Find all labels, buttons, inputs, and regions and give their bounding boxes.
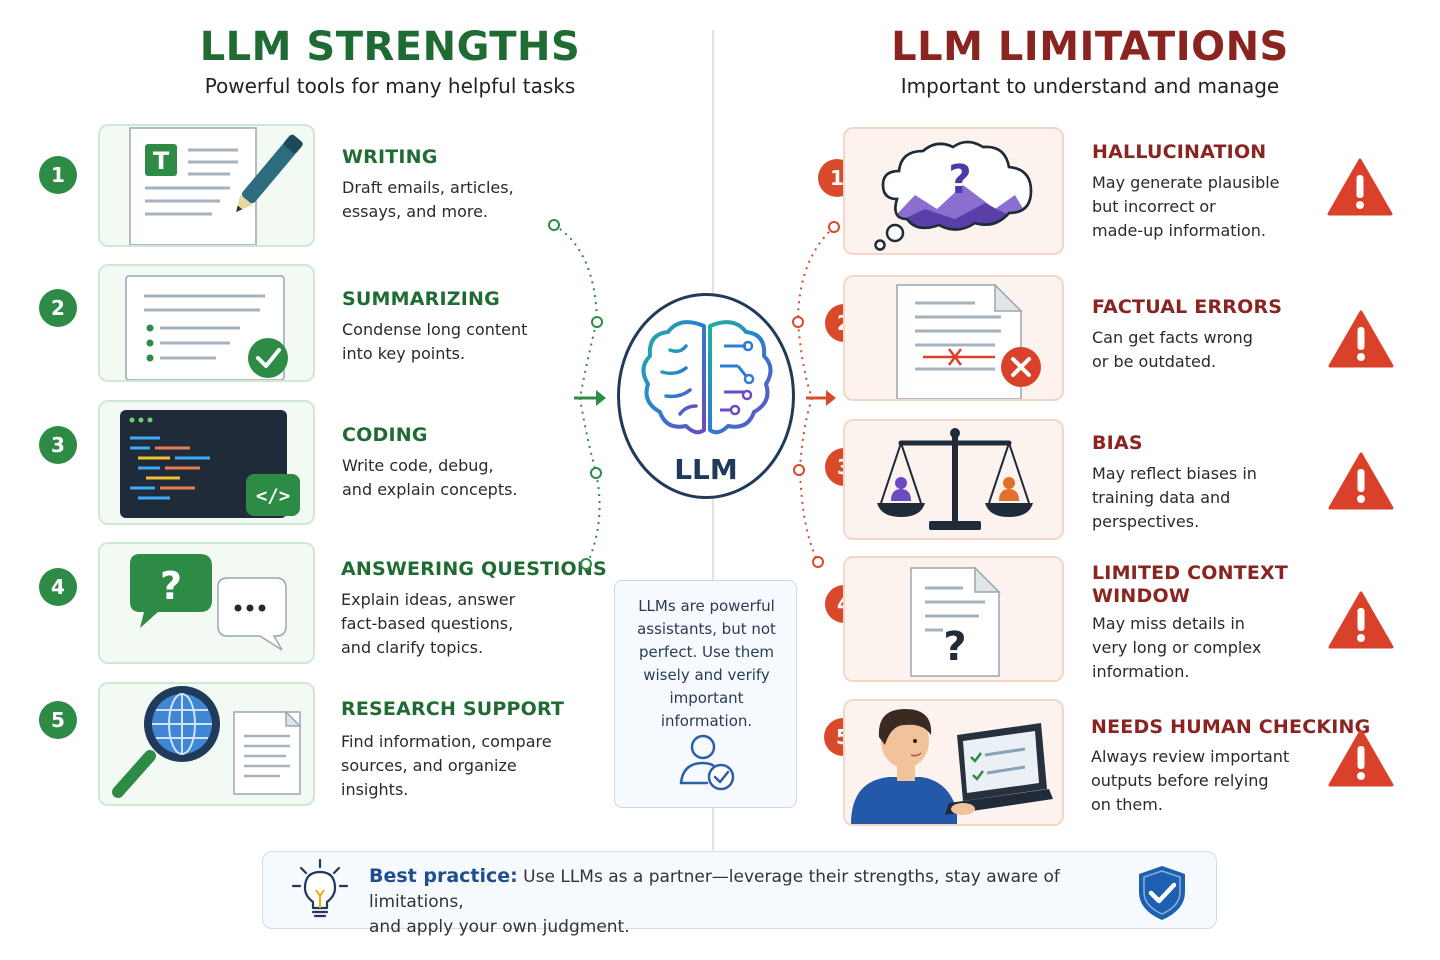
llm-brain-circle: LLM xyxy=(617,293,795,499)
research-title: RESEARCH SUPPORT xyxy=(341,698,565,720)
summarizing-title: SUMMARIZING xyxy=(342,288,500,310)
checklist-icon xyxy=(125,275,288,380)
bias-card xyxy=(843,419,1064,540)
svg-text:?: ? xyxy=(948,157,971,203)
warning-triangle-icon xyxy=(1328,729,1394,787)
code-window-icon: </> xyxy=(120,410,300,518)
best-practice-label: Best practice: xyxy=(369,865,518,887)
strength-number-5: 5 xyxy=(39,701,77,739)
llm-label: LLM xyxy=(674,453,738,486)
strength-number-1: 1 xyxy=(39,156,77,194)
hallucination-title: HALLUCINATION xyxy=(1092,141,1267,163)
limitations-subtitle: Important to understand and manage xyxy=(900,74,1280,98)
brain-circuit-icon xyxy=(641,320,773,435)
warning-triangle-icon xyxy=(1327,158,1393,216)
document-question-icon: ? xyxy=(910,566,1001,677)
center-note-text: LLMs are powerful assistants, but not pe… xyxy=(637,597,776,730)
strengths-title: LLM STRENGTHS xyxy=(199,24,581,70)
user-check-icon xyxy=(679,734,735,791)
best-practice-banner: Best practice: Use LLMs as a partner—lev… xyxy=(262,851,1217,937)
hallucination-desc: May generate plausible but incorrect or … xyxy=(1092,173,1280,240)
bias-desc: May reflect biases in training data and … xyxy=(1092,464,1257,531)
factual-desc: Can get facts wrong or be outdated. xyxy=(1092,328,1253,371)
shield-check-icon xyxy=(1139,866,1185,920)
connector-lines xyxy=(548,219,840,570)
context-desc: May miss details in very long or complex… xyxy=(1092,614,1262,681)
summarizing-card xyxy=(98,264,315,382)
human-title: NEEDS HUMAN CHECKING xyxy=(1091,716,1371,738)
thought-cloud-icon: ? xyxy=(874,140,1033,251)
warning-triangle-icon xyxy=(1328,591,1394,649)
document-pen-icon: T xyxy=(129,127,303,245)
writing-desc: Draft emails, articles, essays, and more… xyxy=(342,178,514,221)
human-desc: Always review important outputs before r… xyxy=(1091,747,1290,814)
best-practice-text: Best practice: Use LLMs as a partner—lev… xyxy=(369,865,1060,937)
coding-desc: Write code, debug, and explain concepts. xyxy=(342,456,518,499)
warning-triangle-icon xyxy=(1328,452,1394,510)
factual-title: FACTUAL ERRORS xyxy=(1092,296,1283,318)
research-desc: Find information, compare sources, and o… xyxy=(341,732,552,799)
svg-text:?: ? xyxy=(943,624,966,670)
magnifier-globe-icon xyxy=(112,686,302,798)
bias-title: BIAS xyxy=(1092,432,1143,454)
coding-title: CODING xyxy=(342,424,428,446)
balance-scale-icon xyxy=(877,428,1033,530)
center-note: LLMs are powerful assistants, but not pe… xyxy=(614,580,797,808)
questions-card: ? xyxy=(98,542,315,664)
writing-card: T xyxy=(98,124,315,247)
human-card xyxy=(843,699,1064,826)
context-title: LIMITED CONTEXT WINDOW xyxy=(1092,562,1289,607)
strengths-subtitle: Powerful tools for many helpful tasks xyxy=(204,74,576,98)
hallucination-card: ? xyxy=(843,127,1064,255)
factual-card xyxy=(843,275,1064,401)
questions-title: ANSWERING QUESTIONS xyxy=(341,558,607,580)
svg-text:?: ? xyxy=(160,564,182,608)
writing-title: WRITING xyxy=(342,146,438,168)
research-card xyxy=(98,682,315,806)
strength-number-3: 3 xyxy=(39,426,77,464)
chat-bubbles-icon: ? xyxy=(130,554,287,651)
strength-number-2: 2 xyxy=(39,289,77,327)
document-x-icon xyxy=(896,283,1041,399)
strength-number-4: 4 xyxy=(39,568,77,606)
summarizing-desc: Condense long content into key points. xyxy=(342,320,528,363)
coding-card: </> xyxy=(98,400,315,525)
questions-desc: Explain ideas, answer fact-based questio… xyxy=(341,590,516,657)
warning-triangle-icon xyxy=(1328,310,1394,368)
context-card: ? xyxy=(843,556,1064,682)
svg-text:T: T xyxy=(153,147,170,175)
lightbulb-icon xyxy=(291,858,349,918)
limitations-title: LLM LIMITATIONS xyxy=(891,24,1289,70)
person-laptop-icon xyxy=(851,709,1053,824)
svg-text:</>: </> xyxy=(256,485,290,507)
